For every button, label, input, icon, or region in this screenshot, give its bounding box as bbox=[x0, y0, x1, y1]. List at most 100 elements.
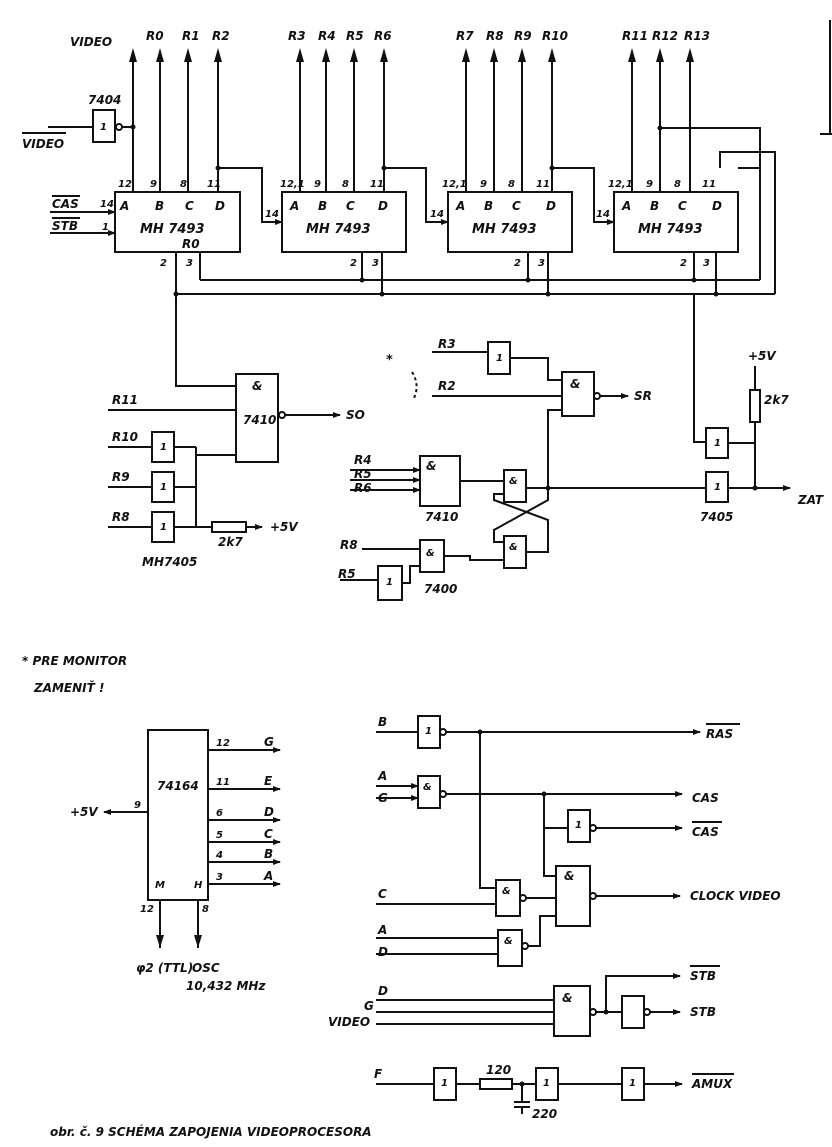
svg-text:R11: R11 bbox=[112, 393, 138, 407]
stb-n-output-label: STB bbox=[690, 969, 716, 983]
svg-text:D: D bbox=[546, 199, 556, 213]
svg-text:2k7: 2k7 bbox=[764, 393, 789, 407]
svg-text:1: 1 bbox=[425, 726, 432, 737]
svg-text:A: A bbox=[263, 869, 273, 883]
svg-text:A: A bbox=[621, 199, 631, 213]
svg-text:D: D bbox=[215, 199, 225, 213]
nand-7400 bbox=[419, 539, 445, 573]
svg-text:1: 1 bbox=[160, 482, 167, 493]
osc-frequency-label: 10,432 MHz bbox=[186, 979, 266, 993]
latch-nand-1 bbox=[503, 469, 527, 503]
svg-text:R4: R4 bbox=[354, 453, 372, 467]
svg-text:B: B bbox=[650, 199, 659, 213]
svg-text:M: M bbox=[155, 880, 165, 891]
svg-text:R10: R10 bbox=[112, 430, 138, 444]
svg-text:120: 120 bbox=[486, 1063, 511, 1077]
nand-7400-label: 7400 bbox=[424, 582, 457, 596]
nand-7410-sr bbox=[419, 455, 461, 507]
svg-text:5: 5 bbox=[216, 830, 223, 841]
svg-text:A: A bbox=[289, 199, 299, 213]
svg-text:R9: R9 bbox=[112, 470, 130, 484]
svg-text:R0: R0 bbox=[146, 29, 164, 43]
svg-text:A: A bbox=[455, 199, 465, 213]
osc-label: OSC bbox=[192, 961, 220, 975]
svg-text:E: E bbox=[264, 774, 273, 788]
svg-text:ZAMENIŤ !: ZAMENIŤ ! bbox=[33, 680, 104, 695]
svg-text:&: & bbox=[509, 476, 518, 487]
monitor-note: * PRE MONITOR ZAMENIŤ ! bbox=[22, 654, 127, 695]
svg-text:C: C bbox=[346, 199, 355, 213]
sr-output-label: SR bbox=[634, 389, 652, 403]
svg-text:D: D bbox=[712, 199, 722, 213]
svg-text:R9: R9 bbox=[514, 29, 532, 43]
svg-text:3: 3 bbox=[372, 258, 379, 269]
amux-output-label: AMUX bbox=[691, 1077, 733, 1091]
timing-logic: B 1 RAS A G & CAS 1 CAS C & & CLOCK VIDE… bbox=[328, 715, 781, 1121]
nand-7410-so bbox=[235, 373, 279, 463]
svg-text:11: 11 bbox=[370, 179, 384, 190]
svg-text:12,1: 12,1 bbox=[442, 179, 467, 190]
svg-text:1: 1 bbox=[629, 1078, 636, 1089]
svg-text:14: 14 bbox=[430, 209, 444, 220]
svg-text:7410: 7410 bbox=[425, 510, 458, 524]
zat-logic: +5V 2k7 1 1 ZAT 7405 bbox=[693, 294, 824, 524]
svg-text:11: 11 bbox=[702, 179, 716, 190]
svg-text:C: C bbox=[378, 887, 387, 901]
svg-text:8: 8 bbox=[342, 179, 349, 190]
svg-text:1: 1 bbox=[100, 122, 107, 133]
svg-text:14: 14 bbox=[100, 199, 114, 210]
svg-text:R5: R5 bbox=[338, 567, 356, 581]
svg-text:2: 2 bbox=[514, 258, 521, 269]
svg-text:8: 8 bbox=[180, 179, 187, 190]
svg-text:D: D bbox=[378, 984, 388, 998]
so-output-label: SO bbox=[346, 408, 365, 422]
svg-text:C: C bbox=[185, 199, 194, 213]
svg-text:3: 3 bbox=[538, 258, 545, 269]
inverter-stb bbox=[621, 995, 645, 1029]
svg-text:1: 1 bbox=[714, 438, 721, 449]
phi2-label: φ2 (TTL) bbox=[136, 961, 193, 975]
svg-text:C: C bbox=[264, 827, 273, 841]
counter-chip-4-label: MH 7493 bbox=[638, 222, 703, 237]
svg-text:&: & bbox=[252, 379, 262, 393]
svg-text:2: 2 bbox=[680, 258, 687, 269]
svg-text:+5V: +5V bbox=[748, 349, 777, 363]
counter-chip-1-r0: R0 bbox=[182, 237, 200, 251]
svg-text:B: B bbox=[318, 199, 327, 213]
resistor-2k7-zat bbox=[749, 389, 761, 423]
counter-chip-3 bbox=[447, 191, 573, 253]
svg-text:R6: R6 bbox=[354, 481, 372, 495]
shift-register-74164: 74164 M H 9 +5V 12 11 6 5 4 3 G E D C B … bbox=[70, 729, 281, 993]
inverter-7404-label: 7404 bbox=[88, 93, 121, 107]
svg-text:8: 8 bbox=[674, 179, 681, 190]
svg-text:R2: R2 bbox=[212, 29, 230, 43]
svg-text:8: 8 bbox=[508, 179, 515, 190]
counter-output-arrows bbox=[129, 48, 694, 62]
svg-text:1: 1 bbox=[160, 522, 167, 533]
carry-wires bbox=[218, 167, 615, 225]
svg-text:* PRE MONITOR: * PRE MONITOR bbox=[22, 654, 127, 668]
counter-chip-2 bbox=[281, 191, 407, 253]
svg-text:4: 4 bbox=[215, 850, 223, 861]
sr-logic: * R3 1 R2 & SR & 7410 R4 R5 R6 & & R8 & … bbox=[338, 337, 700, 601]
svg-text:G: G bbox=[364, 999, 374, 1013]
video-n-label: VIDEO bbox=[22, 137, 64, 151]
svg-text:3: 3 bbox=[216, 872, 223, 883]
svg-text:&: & bbox=[562, 991, 572, 1005]
svg-text:R8: R8 bbox=[112, 510, 130, 524]
svg-text:&: & bbox=[509, 542, 518, 553]
svg-text:&: & bbox=[570, 377, 580, 391]
svg-text:R7: R7 bbox=[456, 29, 474, 43]
svg-text:&: & bbox=[564, 869, 574, 883]
nand-7410-so-label: 7410 bbox=[243, 413, 276, 427]
svg-text:R2: R2 bbox=[438, 379, 456, 393]
svg-text:R11: R11 bbox=[622, 29, 648, 43]
svg-text:12: 12 bbox=[118, 179, 132, 190]
svg-text:B: B bbox=[155, 199, 164, 213]
nand-ad bbox=[497, 929, 523, 967]
svg-text:&: & bbox=[423, 782, 432, 793]
